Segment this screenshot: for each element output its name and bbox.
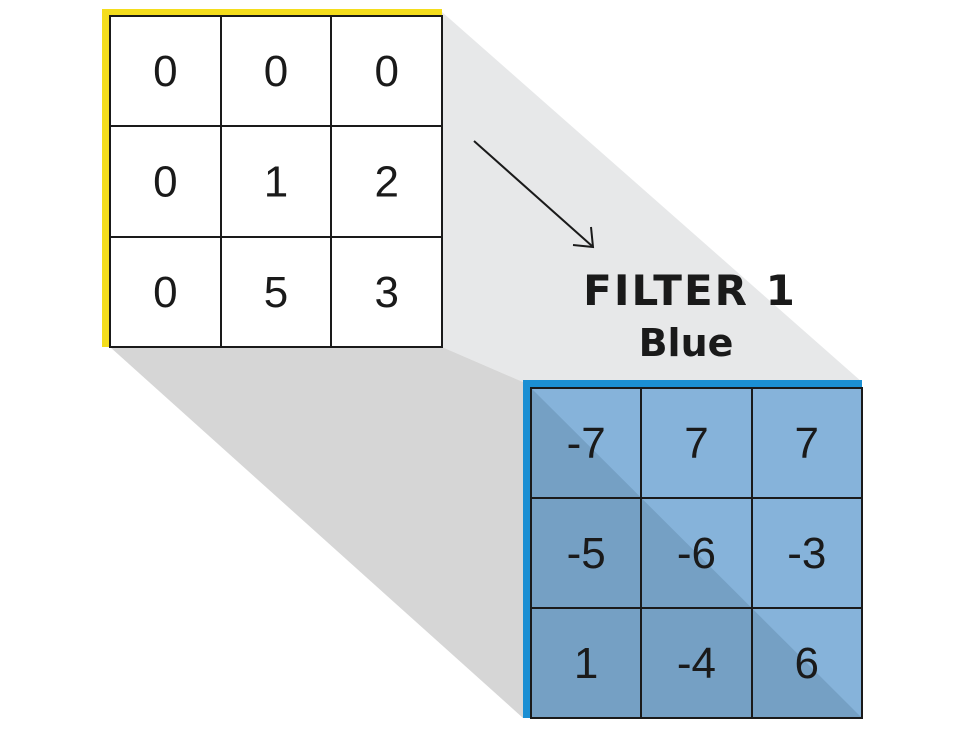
input-grid-highlight-left <box>102 9 110 347</box>
input-grid: 0 0 0 0 1 2 0 5 3 <box>102 9 443 348</box>
projection-beam-top <box>442 12 862 382</box>
arrow-down-right-icon <box>473 140 595 249</box>
filter-title: FILTER 1 <box>583 266 797 315</box>
input-cell-2-0: 0 <box>153 268 177 317</box>
filter-cell-2-1: -4 <box>677 639 716 688</box>
filter-cell-0-1: 7 <box>684 419 708 468</box>
input-cell-1-0: 0 <box>153 157 177 206</box>
filter-grid-highlight-top <box>523 380 862 388</box>
input-cell-0-2: 0 <box>375 47 399 96</box>
filter-cell-0-0: -7 <box>567 419 606 468</box>
input-cell-2-1: 5 <box>264 268 288 317</box>
input-cell-2-2: 3 <box>375 268 399 317</box>
input-cell-1-1: 1 <box>264 157 288 206</box>
filter-cell-2-2: 6 <box>795 639 819 688</box>
input-cell-0-1: 0 <box>264 47 288 96</box>
filter-grid-highlight-left <box>523 380 531 718</box>
filter-grid: -7 7 7 -5 -6 -3 1 -4 6 <box>523 380 863 719</box>
filter-subtitle: Blue <box>639 321 734 365</box>
filter-cell-1-2: -3 <box>787 529 826 578</box>
input-cell-0-0: 0 <box>153 47 177 96</box>
input-cell-1-2: 2 <box>375 157 399 206</box>
input-grid-highlight-top <box>102 9 442 17</box>
projection-beam-bottom <box>110 347 523 718</box>
filter-cell-1-0: -5 <box>567 529 606 578</box>
filter-cell-0-2: 7 <box>795 419 819 468</box>
filter-cell-2-0: 1 <box>574 639 598 688</box>
filter-shadow-overlay <box>531 388 862 718</box>
filter-cell-1-1: -6 <box>677 529 716 578</box>
